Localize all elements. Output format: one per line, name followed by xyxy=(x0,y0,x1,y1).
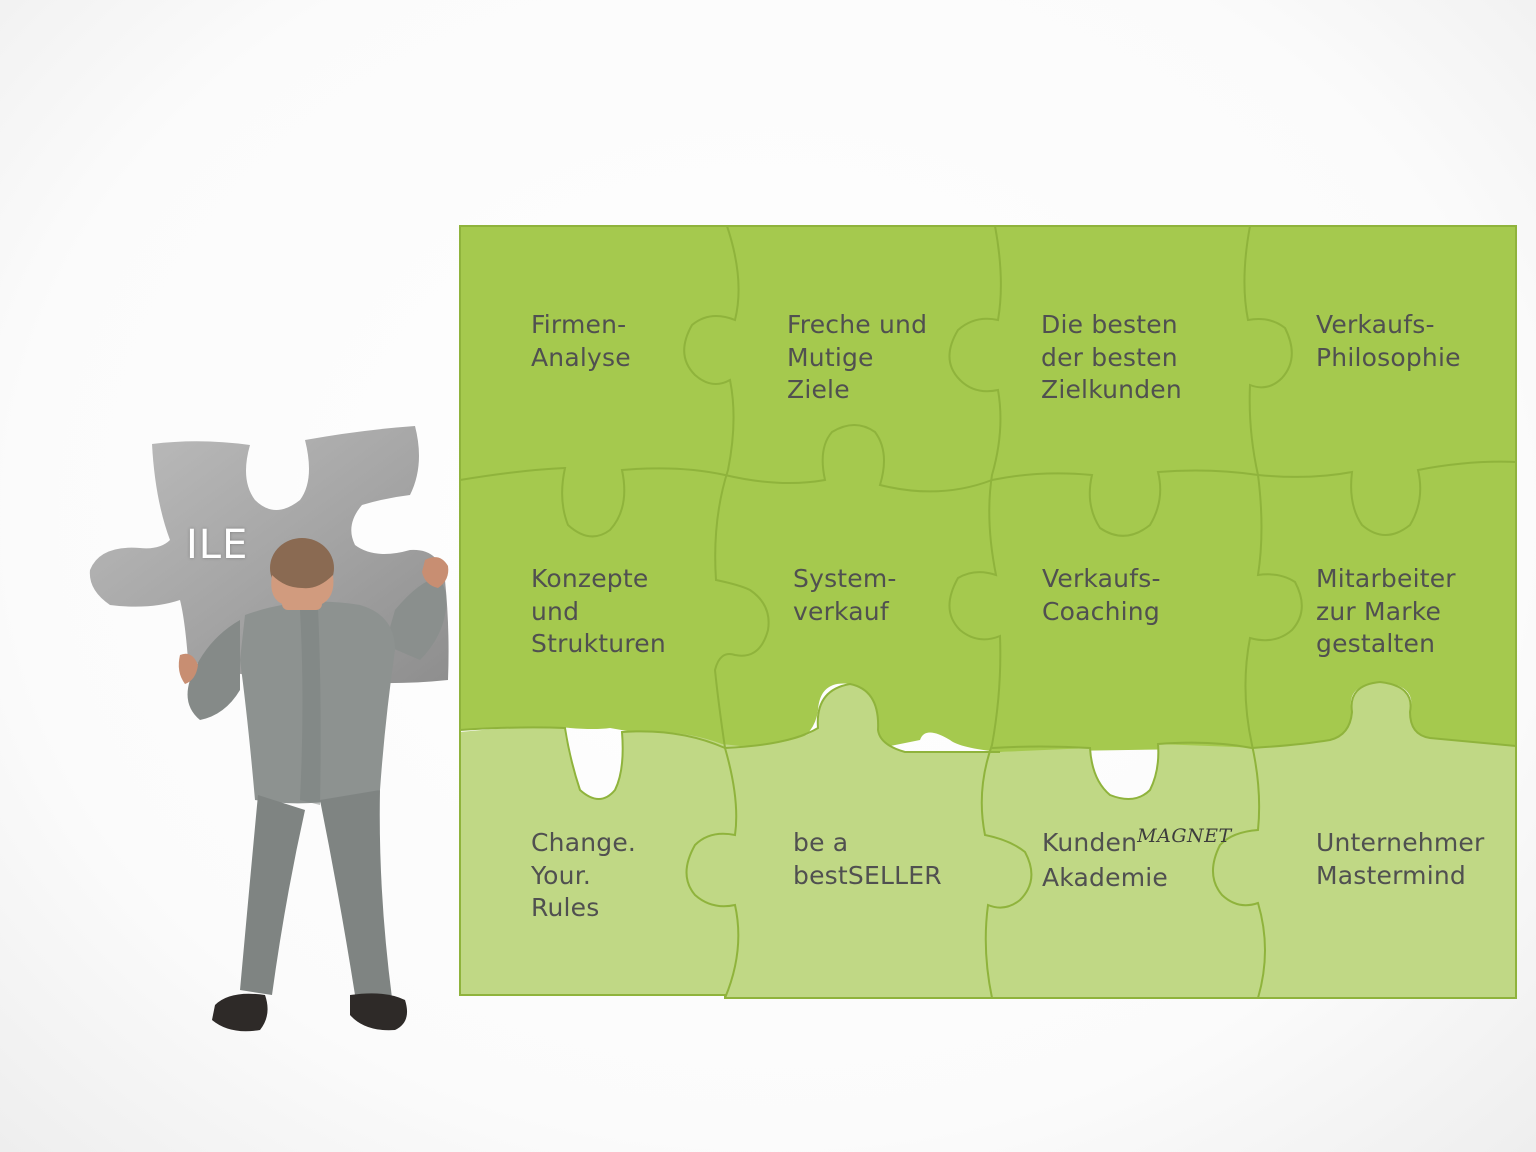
akademie-word: Akademie xyxy=(1042,862,1168,892)
tile-verkaufs-coaching: Verkaufs- Coaching xyxy=(1042,564,1161,626)
magnet-word: MAGNET xyxy=(1137,825,1232,847)
kunden-word: Kunden xyxy=(1042,828,1138,857)
tile-change-your-rules: Change. Your. Rules xyxy=(531,828,637,922)
tile-firmen-analyse: Firmen- Analyse xyxy=(531,310,631,372)
puzzle-cut-lines xyxy=(459,225,1517,999)
tile-die-besten-zielkunden: Die besten der besten Zielkunden xyxy=(1041,310,1182,404)
businessman-figure-icon xyxy=(178,538,449,1032)
puzzle-board xyxy=(459,225,1517,999)
tile-verkaufs-philosophie: Verkaufs- Philosophie xyxy=(1316,310,1461,372)
tile-mitarbeiter-marke: Mitarbeiter zur Marke gestalten xyxy=(1316,564,1456,658)
tile-kundenmagnet-akademie: KundenMAGNET Akademie xyxy=(1042,825,1232,894)
tile-systemverkauf: System- verkauf xyxy=(793,564,897,626)
tile-konzepte-strukturen: Konzepte und Strukturen xyxy=(531,564,666,658)
board-light-area xyxy=(460,682,1516,998)
held-piece-label: ILE xyxy=(186,522,249,568)
tile-freche-mutige-ziele: Freche und Mutige Ziele xyxy=(787,310,928,404)
tile-be-a-bestseller: be a bestSELLER xyxy=(793,828,942,890)
board-dark-area xyxy=(460,226,1516,752)
tile-unternehmer-mastermind: Unternehmer Mastermind xyxy=(1316,828,1485,890)
